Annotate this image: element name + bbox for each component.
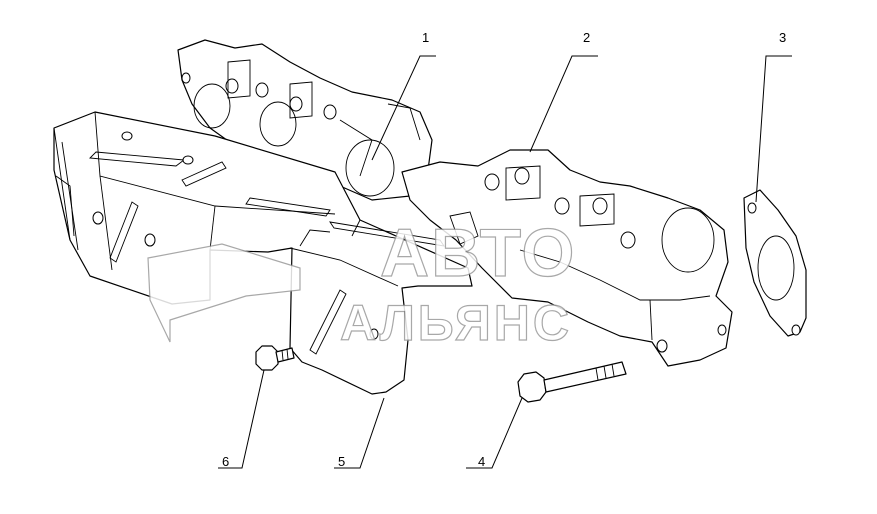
long-bolt (517, 361, 627, 403)
leader-6 (218, 369, 265, 469)
watermark: АВТО АЛЬЯНС (147, 214, 576, 352)
leader-5 (334, 397, 385, 469)
callout-6: 6 (222, 454, 229, 469)
short-bolt (255, 345, 295, 371)
leader-2 (529, 55, 598, 153)
callout-1: 1 (422, 30, 429, 45)
callout-labels: 1 2 3 4 5 6 (222, 30, 786, 469)
watermark-line1: АВТО (380, 215, 576, 291)
leader-1 (371, 55, 436, 161)
leader-lines (218, 55, 792, 469)
leader-4 (466, 397, 523, 469)
watermark-line2: АЛЬЯНС (340, 295, 572, 351)
callout-3: 3 (779, 30, 786, 45)
exhaust-manifold-rear (401, 149, 733, 367)
leader-3 (755, 55, 792, 203)
callout-2: 2 (583, 30, 590, 45)
callout-5: 5 (338, 454, 345, 469)
gasket (743, 189, 807, 337)
callout-4: 4 (478, 454, 485, 469)
exhaust-manifold-front (177, 39, 433, 201)
